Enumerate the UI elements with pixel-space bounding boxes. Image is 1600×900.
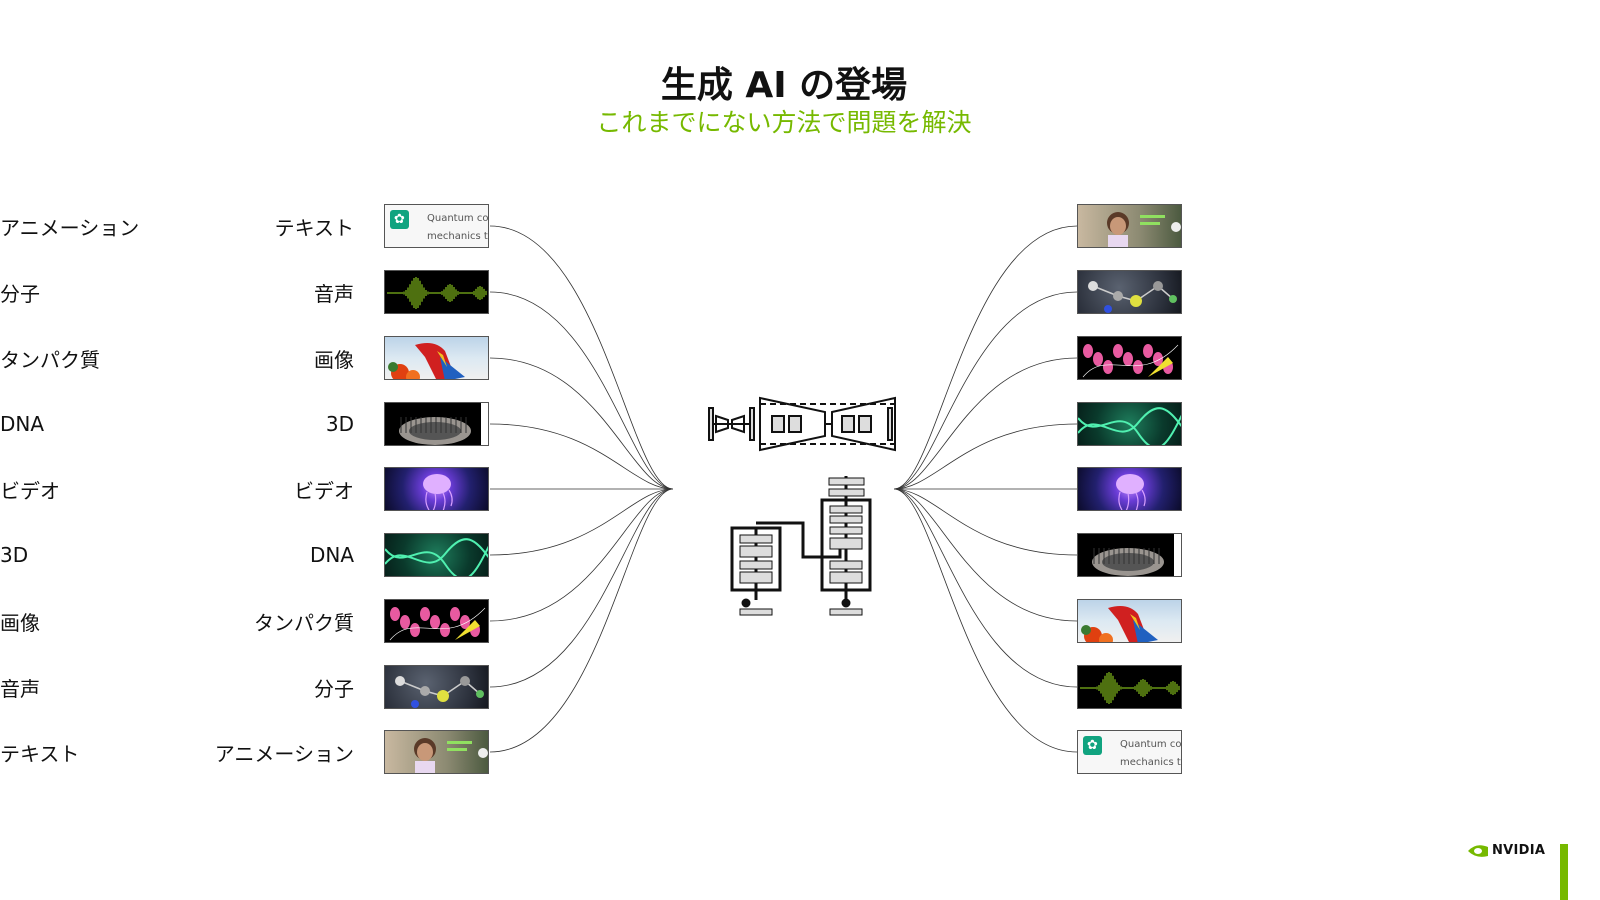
modality-label: 3D: [0, 543, 29, 567]
chatgpt-icon: ✿: [390, 210, 409, 229]
output-modality-text: テキスト ✿ Quantum co mechanics to: [0, 729, 1600, 775]
audio-thumbnail: [1077, 665, 1182, 709]
input-modality-protein: タンパク質: [0, 598, 1600, 644]
input-modality-3d: 3D: [0, 401, 1600, 447]
connector-line: [893, 488, 1078, 622]
thumb-text-line: Quantum co: [1120, 739, 1182, 750]
connector-line: [893, 357, 1078, 490]
page-title: 生成 AI の登場: [660, 65, 908, 106]
nvidia-eye-icon: [1468, 844, 1488, 857]
text-thumbnail: ✿ Quantum co mechanics to: [384, 204, 489, 248]
modality-label: アニメーション: [214, 741, 354, 766]
modality-label: DNA: [0, 412, 45, 436]
input-modality-image: 画像: [0, 335, 1600, 381]
connector-line: [893, 488, 1078, 688]
text-thumbnail: ✿ Quantum co mechanics to: [1077, 730, 1182, 774]
input-modality-anim: アニメーション: [0, 729, 1600, 775]
video-thumbnail: [1077, 467, 1182, 511]
output-modality-image: 画像: [0, 598, 1600, 644]
input-modality-video: ビデオ: [0, 466, 1600, 512]
modality-label: ビデオ: [0, 478, 60, 503]
modality-label: ビデオ: [294, 478, 354, 503]
nvidia-logo: NVIDIA: [1468, 843, 1545, 858]
modality-label: タンパク質: [254, 610, 354, 635]
thumb-text-line: mechanics to: [1120, 757, 1182, 768]
output-modality-protein: タンパク質: [0, 335, 1600, 381]
3d-thumbnail: [1077, 533, 1182, 577]
modality-label: 音声: [314, 281, 354, 306]
modality-label: 3D: [325, 412, 354, 436]
connector-line: [489, 225, 674, 490]
protein-thumbnail: [384, 599, 489, 643]
modality-label: アニメーション: [0, 215, 140, 240]
modality-label: 分子: [0, 281, 40, 306]
connector-line: [489, 291, 674, 490]
anim-thumbnail: [384, 730, 489, 774]
mol-thumbnail: [1077, 270, 1182, 314]
output-modality-audio: 音声: [0, 664, 1600, 710]
connector-line: [893, 291, 1078, 490]
image-thumbnail: [384, 336, 489, 380]
connector-line: [489, 423, 674, 490]
thumb-text-line: Quantum co: [427, 213, 489, 224]
connector-line: [489, 357, 674, 490]
connector-line: [489, 488, 674, 688]
3d-thumbnail: [384, 402, 489, 446]
dna-thumbnail: [384, 533, 489, 577]
modality-label: 画像: [0, 610, 40, 635]
video-thumbnail: [384, 467, 489, 511]
connector-line: [489, 488, 674, 753]
connector-line: [893, 225, 1078, 490]
modality-label: テキスト: [274, 215, 354, 240]
output-modality-mol: 分子: [0, 269, 1600, 315]
thumb-text-line: mechanics to: [427, 231, 489, 242]
image-thumbnail: [1077, 599, 1182, 643]
output-modality-3d: 3D: [0, 532, 1600, 578]
autoencoder-model-icon: [708, 396, 896, 452]
dna-thumbnail: [1077, 402, 1182, 446]
input-modality-text: テキスト ✿ Quantum co mechanics to: [0, 203, 1600, 249]
transformer-model-icon: [730, 476, 872, 616]
modality-label: DNA: [309, 543, 354, 567]
connector-line: [893, 488, 1078, 753]
connector-line: [893, 488, 1078, 556]
modality-label: タンパク質: [0, 347, 100, 372]
page-subtitle: これまでにない方法で問題を解決: [596, 108, 972, 137]
connector-line: [893, 423, 1078, 490]
modality-label: 音声: [0, 676, 40, 701]
protein-thumbnail: [1077, 336, 1182, 380]
input-modality-mol: 分子: [0, 664, 1600, 710]
input-modality-audio: 音声: [0, 269, 1600, 315]
modality-label: 分子: [314, 676, 354, 701]
anim-thumbnail: [1077, 204, 1182, 248]
output-modality-anim: アニメーション: [0, 203, 1600, 249]
connector-line: [489, 488, 674, 622]
mol-thumbnail: [384, 665, 489, 709]
chatgpt-icon: ✿: [1083, 736, 1102, 755]
output-modality-video: ビデオ: [0, 466, 1600, 512]
brand-accent-bar: [1560, 844, 1568, 900]
connector-line: [489, 488, 674, 556]
modality-label: 画像: [314, 347, 354, 372]
output-modality-dna: DNA: [0, 401, 1600, 447]
audio-thumbnail: [384, 270, 489, 314]
modality-label: テキスト: [0, 741, 80, 766]
input-modality-dna: DNA: [0, 532, 1600, 578]
